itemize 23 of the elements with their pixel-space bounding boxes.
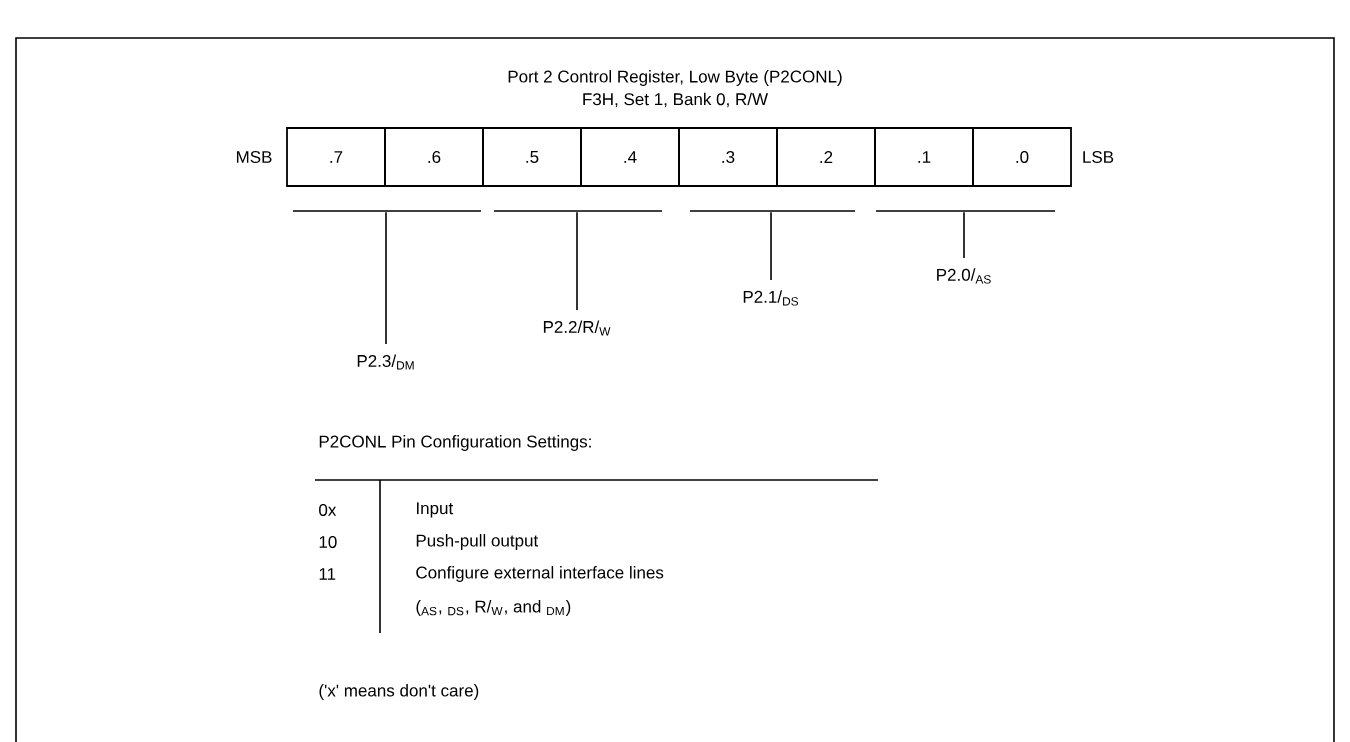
table-cell: Push-pull output xyxy=(416,534,539,550)
bit-cell: .6 xyxy=(384,127,484,187)
table-cell: Configure external interface lines xyxy=(416,566,664,582)
register-address: F3H, Set 1, Bank 0, R/W xyxy=(583,92,768,108)
bit-cell: .3 xyxy=(678,127,778,187)
table-cell: ($_{AS}$, $_{DS}$, R/$_{W}$, and $_{DM}$) xyxy=(416,600,571,616)
note: ('x' means don't care) xyxy=(319,684,479,700)
table-cell: 11 xyxy=(319,568,336,580)
pin-label: P2.1/$_{DS}$ xyxy=(743,290,799,306)
bit-cell: .5 xyxy=(482,127,582,187)
pin-label: P2.2/R/$_{W}$ xyxy=(543,320,611,336)
bit-cell: .4 xyxy=(580,127,680,187)
pin-label: P2.0/$_{AS}$ xyxy=(937,268,991,284)
bit-cell: .0 xyxy=(972,127,1072,187)
bit-cell: .2 xyxy=(776,127,876,187)
pin-label: P2.3/$_{DM}$ xyxy=(357,354,414,370)
table-cell: 10 xyxy=(319,536,337,548)
table-cell: Input xyxy=(417,502,454,518)
bit-cell: .7 xyxy=(286,127,386,187)
table-heading: P2CONL Pin Configuration Settings: xyxy=(319,435,591,451)
title: Port 2 Control Register, Low Byte (P2CONL) xyxy=(508,70,842,86)
table-cell: 0x xyxy=(319,504,337,516)
bit-cell: .1 xyxy=(874,127,974,187)
